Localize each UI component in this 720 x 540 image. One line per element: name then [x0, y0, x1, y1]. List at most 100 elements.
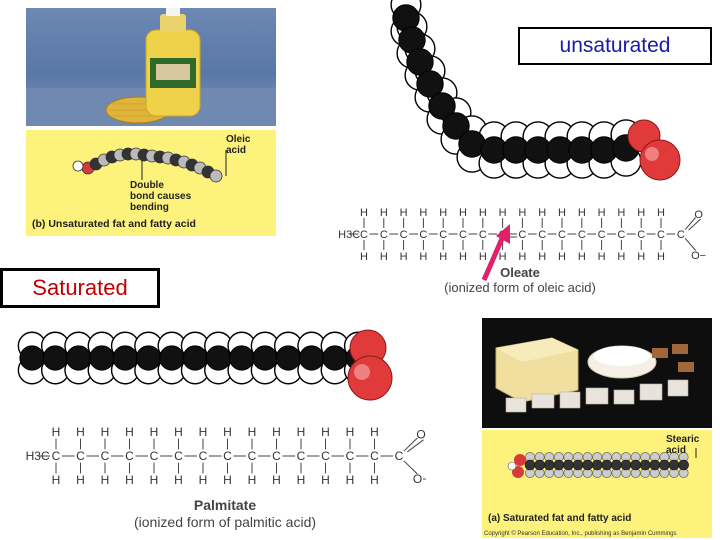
hydrogen-label: H: [150, 425, 159, 439]
unsaturated-label: unsaturated: [518, 27, 712, 65]
carbon-atom: [601, 459, 613, 471]
unsaturated-caption: (b) Unsaturated fat and fatty acid: [32, 218, 196, 230]
hydrogen-label: H: [578, 251, 586, 263]
carbon-atom: [639, 459, 651, 471]
carbon-atom: [668, 459, 680, 471]
carbon-label: C: [617, 229, 625, 241]
carbon-atom: [611, 459, 622, 471]
hydrogen-label: H: [380, 251, 388, 263]
hydrogen-label: H: [499, 207, 507, 219]
carbon-label: C: [321, 449, 330, 463]
hydrogen-label: H: [518, 251, 526, 263]
oxygen-anion-label: O−: [691, 250, 706, 262]
carbon-label: C: [395, 449, 404, 463]
bond-line: [407, 439, 424, 453]
carbon-atom: [649, 459, 661, 471]
double-bond-arrow-icon: [481, 224, 510, 281]
hydrogen-label: H: [297, 473, 306, 487]
carbon-atom: [322, 345, 348, 371]
hydrogen-label: H: [439, 251, 447, 263]
hydrogen-label: H: [272, 425, 281, 439]
saturated-fat-panel: Stearic acid (a) Saturated fat and fatty…: [482, 430, 712, 538]
saturated-caption: (a) Saturated fat and fatty acid: [488, 513, 632, 524]
oxygen-highlight: [354, 364, 370, 380]
carbon-label: C: [518, 229, 526, 241]
hydrogen-label: H: [419, 251, 427, 263]
hydrogen-label: H: [101, 425, 110, 439]
carbon-label: C: [76, 449, 85, 463]
carbon-label: C: [272, 449, 281, 463]
carbon-label: C: [346, 449, 355, 463]
carbon-atom: [630, 459, 641, 471]
carbon-atom: [159, 345, 185, 371]
carbon-label: C: [677, 229, 685, 241]
oxygen-atom: [347, 355, 393, 401]
hydrogen-label: H: [174, 425, 183, 439]
hydrogen-label: H: [199, 473, 208, 487]
carbon-label: C: [199, 449, 208, 463]
carbon-label: C: [439, 229, 447, 241]
bond-line: [403, 437, 418, 452]
hydrogen-label: H: [578, 207, 586, 219]
oxygen-atom: [514, 454, 526, 466]
hydrogen-label: H: [657, 207, 665, 219]
bond-line: [684, 238, 697, 251]
oleate-structural-formula: H3CCHHCHHCHHCHHCHHCHHCHHCHHCHHCHHCHHCHHC…: [338, 207, 706, 263]
oxygen-label: O: [694, 209, 703, 221]
carbon-atom: [534, 459, 545, 471]
hydrogen-label: H: [101, 473, 110, 487]
carbon-label: C: [174, 449, 183, 463]
carbon-atom: [659, 459, 670, 471]
bond-line: [688, 218, 701, 231]
hydrogen-label: H: [637, 251, 645, 263]
carbon-label: C: [578, 229, 586, 241]
carbon-label: C: [150, 449, 159, 463]
hydrogen-label: H: [400, 251, 408, 263]
oleate-name: Oleate (ionized form of oleic acid): [444, 265, 596, 295]
carbon-atom: [620, 459, 632, 471]
carbon-label: C: [223, 449, 232, 463]
hydrogen-label: H: [199, 425, 208, 439]
hydrogen-label: H: [360, 207, 368, 219]
carbon-atom: [553, 459, 565, 471]
hydrogen-label: H: [538, 207, 546, 219]
carbon-label: C: [125, 449, 134, 463]
oleate-space-filling-model: [390, 0, 681, 181]
hydrogen-label: H: [598, 207, 606, 219]
carbon-label: C: [558, 229, 566, 241]
carbon-label: C: [370, 449, 379, 463]
oleic-acid-model: [72, 147, 227, 183]
carbon-label: C: [380, 229, 388, 241]
carbon-atom: [135, 345, 162, 371]
stearic-acid-label: Stearic acid: [666, 434, 700, 456]
oxygen-atom: [639, 139, 681, 181]
hydrogen-label: H: [52, 473, 61, 487]
carbon-label: C: [360, 229, 368, 241]
hydrogen-label: H: [272, 473, 281, 487]
carbon-label: C: [101, 449, 110, 463]
carbon-label: C: [479, 229, 487, 241]
hydrogen-label: H: [174, 473, 183, 487]
hydrogen-label: H: [346, 473, 355, 487]
hydrogen-atom: [507, 461, 517, 471]
palmitate-space-filling-model: [17, 329, 393, 401]
hydrogen-label: H: [538, 251, 546, 263]
hydrogen-label: H: [380, 207, 388, 219]
carbon-atom: [112, 345, 138, 371]
carbon-atom: [563, 459, 574, 471]
hydrogen-label: H: [370, 473, 379, 487]
hydrogen-label: H: [598, 251, 606, 263]
hydrogen-label: H: [52, 425, 61, 439]
carbon-label: C: [400, 229, 408, 241]
hydrogen-label: H: [297, 425, 306, 439]
carbon-atom: [66, 345, 92, 371]
butter-cheese-illustration: [495, 337, 694, 413]
hydrogen-label: H: [150, 473, 159, 487]
carbon-label: C: [248, 449, 257, 463]
hydrogen-label: H: [439, 207, 447, 219]
hydrogen-label: H: [125, 425, 134, 439]
carbon-atom: [42, 345, 68, 371]
hydrogen-label: H: [248, 425, 257, 439]
copyright-notice: Copyright © Pearson Education, Inc., pub…: [484, 531, 677, 537]
hydrogen-label: H: [223, 425, 232, 439]
